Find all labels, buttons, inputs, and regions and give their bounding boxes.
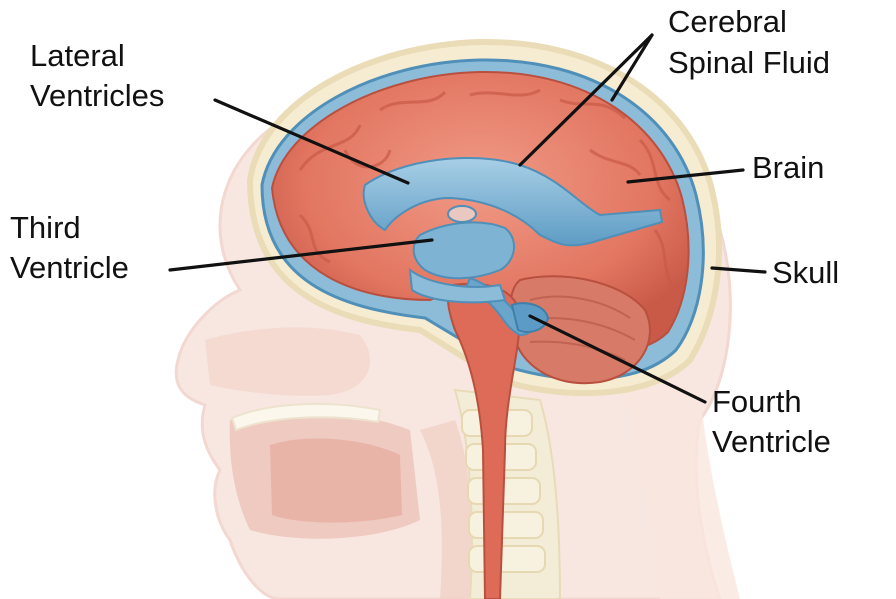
nasal-cavity <box>205 327 370 395</box>
label-fourth-ventricle: Ventricle <box>712 424 831 459</box>
label-third-ventricle: Ventricle <box>10 250 129 285</box>
label-skull: Skull <box>772 255 839 290</box>
label-lateral-ventricles: Lateral <box>30 38 125 73</box>
label-brain: Brain <box>752 150 824 185</box>
third-ventricle <box>414 222 514 278</box>
vertebra <box>469 546 545 572</box>
label-cerebral-spinal-fluid: Spinal Fluid <box>668 45 830 80</box>
label-third-ventricle: Third <box>10 210 81 245</box>
thalamus-ring <box>448 206 476 222</box>
vertebra <box>469 512 543 538</box>
label-fourth-ventricle: Fourth <box>712 384 802 419</box>
tongue <box>270 438 402 522</box>
label-cerebral-spinal-fluid: Cerebral <box>668 4 787 39</box>
cervical-spine <box>455 390 560 599</box>
label-lateral-ventricles: Ventricles <box>30 78 164 113</box>
